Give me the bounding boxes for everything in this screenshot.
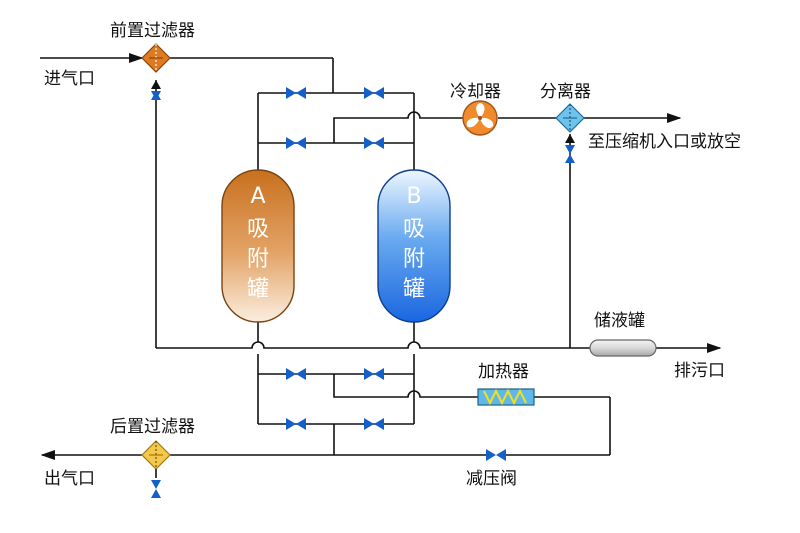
inlet-label: 进气口 (44, 69, 95, 89)
post-filter-icon (141, 440, 171, 470)
tank-a-char-3: 罐 (247, 277, 269, 302)
ball-valve-icon (364, 87, 384, 99)
cooler-label: 冷却器 (450, 82, 501, 102)
check-valve-icon (151, 469, 161, 498)
tank-a-char-1: 吸 (247, 217, 269, 242)
tank-b-char-1: 吸 (403, 217, 425, 242)
tank-a-letter: A (250, 184, 265, 209)
pre-filter-icon (141, 43, 171, 73)
ball-valve-icon (286, 137, 306, 149)
cooler-fan-icon (462, 100, 498, 136)
ball-valve-icon (286, 87, 306, 99)
pipe-network (40, 52, 722, 461)
check-valve-icon (565, 134, 575, 163)
separator-label: 分离器 (540, 82, 591, 102)
ball-valve-icon (286, 368, 306, 380)
liquid-tank-icon (589, 339, 657, 357)
ball-valve-icon (364, 418, 384, 430)
liquid-tank-label: 储液罐 (594, 311, 645, 331)
pressure-reducing-valve-icon (486, 449, 506, 461)
tank-b-letter: B (406, 184, 421, 209)
tank-a-char-2: 附 (247, 247, 269, 272)
heater-coil-icon (477, 388, 535, 406)
tank-b: B 吸 附 罐 (377, 169, 451, 323)
pressure-reducing-valve-label: 减压阀 (466, 469, 517, 489)
post-filter-label: 后置过滤器 (110, 417, 195, 437)
to-compressor-label: 至压缩机入口或放空 (588, 132, 741, 152)
tank-a: A 吸 附 罐 (221, 169, 295, 323)
ball-valve-icon (364, 368, 384, 380)
tank-b-char-3: 罐 (403, 277, 425, 302)
separator-icon (555, 103, 585, 133)
tank-b-char-2: 附 (403, 247, 425, 272)
pre-filter-label: 前置过滤器 (110, 21, 195, 41)
ball-valve-icon (364, 137, 384, 149)
heater-label: 加热器 (478, 362, 529, 382)
ball-valve-icon (286, 418, 306, 430)
check-valve-icon (151, 80, 161, 100)
outlet-label: 出气口 (44, 469, 95, 489)
drain-label: 排污口 (674, 361, 725, 381)
